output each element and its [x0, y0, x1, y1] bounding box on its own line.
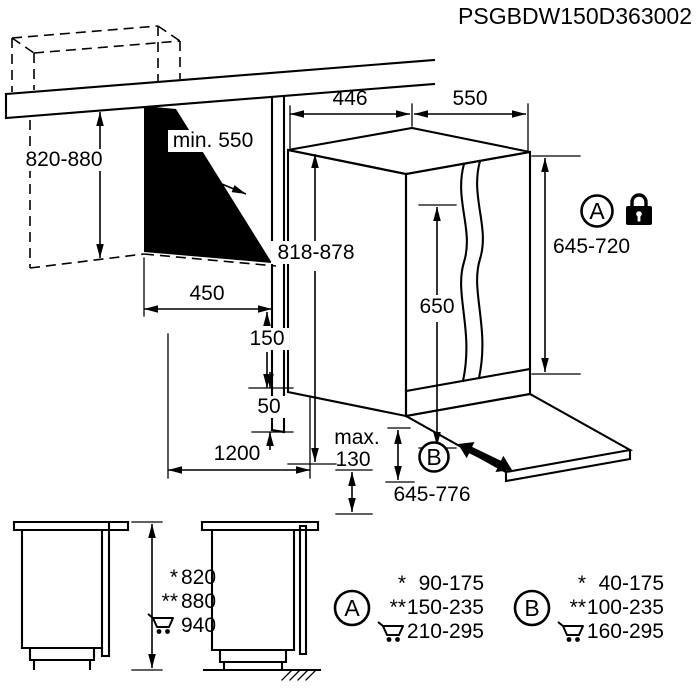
- niche-dashed: [29, 120, 277, 269]
- counter-outline: [4, 58, 436, 120]
- appliance-box: [286, 126, 532, 418]
- legend-a-row-2-value: 150-235: [407, 596, 484, 619]
- height-table: * 820 ** 880 940: [147, 566, 216, 637]
- cart-icon: [377, 621, 404, 643]
- side-view-integrated: [200, 520, 322, 681]
- dimension-labels: 820-880 min. 550 446 550 818-878 650 645…: [22, 87, 635, 506]
- dim-niche-depth: min. 550: [173, 129, 254, 152]
- dim-max-label: max.: [334, 426, 380, 449]
- dim-niche-height: 820-880: [25, 148, 102, 171]
- marker-b: B: [418, 441, 450, 473]
- legend-b-row-2-prefix: **: [570, 596, 586, 619]
- side-view-freestanding: [12, 520, 130, 671]
- dim-panel-height: 645-720: [553, 235, 630, 258]
- legend-b-label: B: [524, 595, 539, 621]
- dim-height: 818-878: [277, 241, 354, 264]
- legend-a-row-1-value: 90-175: [419, 572, 484, 595]
- height-row-2-value: 880: [181, 590, 216, 613]
- legend-a-label: A: [344, 595, 360, 621]
- adjust-arrow-icon: [458, 442, 512, 472]
- height-dimension: [131, 521, 163, 671]
- legend-a-row-2-prefix: **: [390, 596, 406, 619]
- height-row-1-value: 820: [181, 566, 216, 589]
- cart-icon: [557, 621, 584, 643]
- dim-front-clearance: 1200: [214, 442, 261, 465]
- height-row-2-prefix: **: [162, 590, 178, 613]
- dim-door-height: 650: [419, 295, 454, 318]
- legend-a-row-1-prefix: *: [398, 572, 406, 595]
- marker-b-label: B: [426, 444, 441, 470]
- legend-b-row-2-value: 100-235: [587, 596, 664, 619]
- legend-b: B * 40-175 ** 100-235 160-295: [513, 572, 664, 643]
- upper-cabinet-dashed: [11, 25, 181, 92]
- legend-b-row-1-value: 40-175: [599, 572, 664, 595]
- dim-depth: 550: [452, 87, 487, 110]
- door-break-lines: [460, 159, 484, 383]
- dim-width: 446: [332, 87, 367, 110]
- legend-b-row-3-value: 160-295: [587, 620, 664, 643]
- marker-a: A: [580, 194, 614, 228]
- legend-a: A * 90-175 ** 150-235 210-295: [333, 572, 484, 643]
- height-row-1-prefix: *: [170, 566, 178, 589]
- part-number: PSGBDW150D363002: [458, 3, 692, 29]
- dim-plinth-panel: 645-776: [393, 483, 470, 506]
- legend-b-row-1-prefix: *: [578, 572, 586, 595]
- marker-a-label: A: [589, 198, 605, 224]
- dim-plinth: 150: [249, 327, 284, 350]
- dim-max-value: 130: [335, 448, 370, 471]
- dim-niche-width: 450: [189, 282, 224, 305]
- height-row-3-value: 940: [181, 614, 216, 637]
- dim-gap: 50: [257, 395, 280, 418]
- legend-a-row-3-value: 210-295: [407, 620, 484, 643]
- padlock-icon: [626, 193, 652, 225]
